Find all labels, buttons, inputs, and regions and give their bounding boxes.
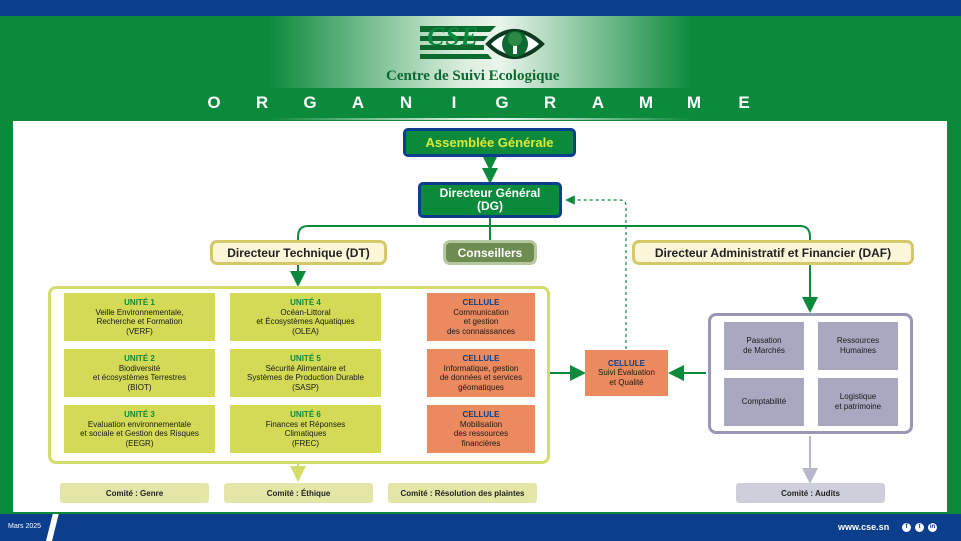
unit-4-box: UNITÉ 4 Océan-Littoral et Écosystèmes Aq…	[230, 293, 381, 341]
cellule-text: de données et services	[439, 373, 523, 382]
unit-text: (SASP)	[292, 382, 319, 392]
unit-text: (VERF)	[126, 326, 153, 336]
cellule-text: Communication	[453, 307, 509, 317]
unit-text: Evaluation environnementale	[87, 419, 192, 429]
comite-genre: Comité : Genre	[60, 483, 209, 503]
title-letter: G	[495, 93, 509, 112]
unit-tag: UNITÉ 6	[290, 410, 321, 419]
unit-5-box: UNITÉ 5 Sécurité Alimentaire et Systèmes…	[230, 349, 381, 397]
dg-title: Directeur Général	[439, 186, 541, 200]
cellule-text: Informatique, gestion	[443, 363, 519, 373]
service-text: Humaines	[839, 346, 876, 355]
unit-tag: UNITÉ 1	[124, 298, 155, 307]
logistique-patrimoine-box: Logistique et patrimoine	[818, 378, 898, 426]
title-letter: R	[543, 93, 557, 112]
unit-text: (EEGR)	[125, 438, 154, 448]
title-letter: O	[207, 93, 221, 112]
unit-text: et sociale et Gestion des Risques	[80, 429, 199, 438]
cellule-text: Suivi Évaluation	[598, 368, 655, 378]
cellule-suivi-evaluation-box: CELLULE Suivi Évaluation et Qualité	[585, 350, 668, 396]
unit-2-box: UNITÉ 2 Biodiversité et écosystèmes Terr…	[64, 349, 215, 397]
unit-text: (FREC)	[291, 438, 320, 448]
cellule-mobilisation-box: CELLULE Mobilisation des ressources fina…	[427, 405, 535, 453]
footer-bar: Mars 2025 www.cse.sn f t in	[0, 514, 961, 541]
service-text: Logistique	[839, 392, 877, 401]
unit-tag: UNITÉ 3	[124, 410, 155, 419]
service-text: Passation	[746, 336, 782, 345]
conseillers-node: Conseillers	[443, 240, 537, 265]
unit-text: (OLEA)	[292, 326, 319, 336]
logo-name: Centre de Suivi Ecologique	[386, 68, 560, 84]
twitter-icon[interactable]: t	[915, 523, 924, 532]
cellule-tag: CELLULE	[462, 354, 500, 363]
unit-6-box: UNITÉ 6 Finances et Réponses Climatiques…	[230, 405, 381, 453]
cellule-communication-box: CELLULE Communication et gestion des con…	[427, 293, 535, 341]
footer-website-link[interactable]: www.cse.sn	[838, 522, 890, 532]
unit-text: (BIOT)	[127, 382, 152, 392]
top-bar	[0, 0, 961, 16]
unit-tag: UNITÉ 2	[124, 354, 155, 363]
title-letter: A	[351, 93, 365, 112]
dg-abbrev: (DG)	[477, 199, 503, 213]
cellule-text: et Qualité	[609, 377, 644, 387]
cellule-text: géomatiques	[458, 382, 504, 392]
linkedin-icon[interactable]: in	[928, 523, 937, 532]
title-letter: E	[738, 93, 750, 112]
unit-text: Biodiversité	[118, 363, 161, 373]
title-letter: M	[686, 93, 702, 112]
assemblee-generale-node: Assemblée Générale	[403, 128, 576, 157]
unit-text: Veille Environnementale,	[95, 307, 184, 317]
title-band	[196, 88, 796, 118]
unit-tag: UNITÉ 4	[290, 298, 321, 307]
service-text: Comptabilité	[741, 397, 787, 406]
facebook-icon[interactable]: f	[902, 523, 911, 532]
service-text: Ressources	[836, 336, 880, 345]
unit-text: Systèmes de Production Durable	[247, 373, 364, 382]
unit-text: Recherche et Formation	[96, 317, 183, 326]
comptabilite-box: Comptabilité	[724, 378, 804, 426]
unit-text: Sécurité Alimentaire et	[265, 363, 346, 373]
unit-text: et Écosystèmes Aquatiques	[256, 317, 355, 326]
title-letter: G	[303, 93, 317, 112]
cellule-text: des connaissances	[446, 326, 516, 336]
logo-acronym: CSE	[427, 22, 480, 51]
service-text: et patrimoine	[834, 402, 882, 411]
comite-ethique: Comité : Éthique	[224, 483, 373, 503]
unit-text: Finances et Réponses	[265, 419, 346, 429]
unit-tag: UNITÉ 5	[290, 354, 321, 363]
cellule-tag: CELLULE	[462, 410, 500, 419]
cellule-tag: CELLULE	[608, 358, 645, 368]
directeur-technique-node: Directeur Technique (DT)	[210, 240, 387, 265]
unit-text: Climatiques	[284, 429, 327, 438]
title-letter: N	[399, 93, 413, 112]
cellule-text: financières	[461, 438, 501, 448]
cellule-informatique-box: CELLULE Informatique, gestion de données…	[427, 349, 535, 397]
cellule-text: et gestion	[463, 317, 499, 326]
title-letter: A	[591, 93, 605, 112]
unit-3-box: UNITÉ 3 Evaluation environnementale et s…	[64, 405, 215, 453]
unit-1-box: UNITÉ 1 Veille Environnementale, Recherc…	[64, 293, 215, 341]
unit-text: Océan-Littoral	[280, 307, 331, 317]
directeur-general-node: Directeur Général (DG)	[418, 182, 562, 218]
ressources-humaines-box: Ressources Humaines	[818, 322, 898, 370]
comite-audits: Comité : Audits	[736, 483, 885, 503]
footer-date: Mars 2025	[8, 523, 42, 530]
service-text: de Marchés	[743, 346, 785, 355]
cellule-text: des ressources	[453, 429, 509, 438]
comite-resolution-plaintes: Comité : Résolution des plaintes	[388, 483, 537, 503]
title-letter: M	[638, 93, 654, 112]
title-letter: R	[255, 93, 269, 112]
passation-marches-box: Passation de Marchés	[724, 322, 804, 370]
directeur-administratif-financier-node: Directeur Administratif et Financier (DA…	[632, 240, 914, 265]
cse-logo-icon	[420, 26, 545, 59]
cellule-text: Mobilisation	[459, 419, 503, 429]
cellule-tag: CELLULE	[462, 298, 500, 307]
title-letter: I	[451, 93, 457, 112]
unit-text: et écosystèmes Terrestres	[92, 373, 187, 382]
